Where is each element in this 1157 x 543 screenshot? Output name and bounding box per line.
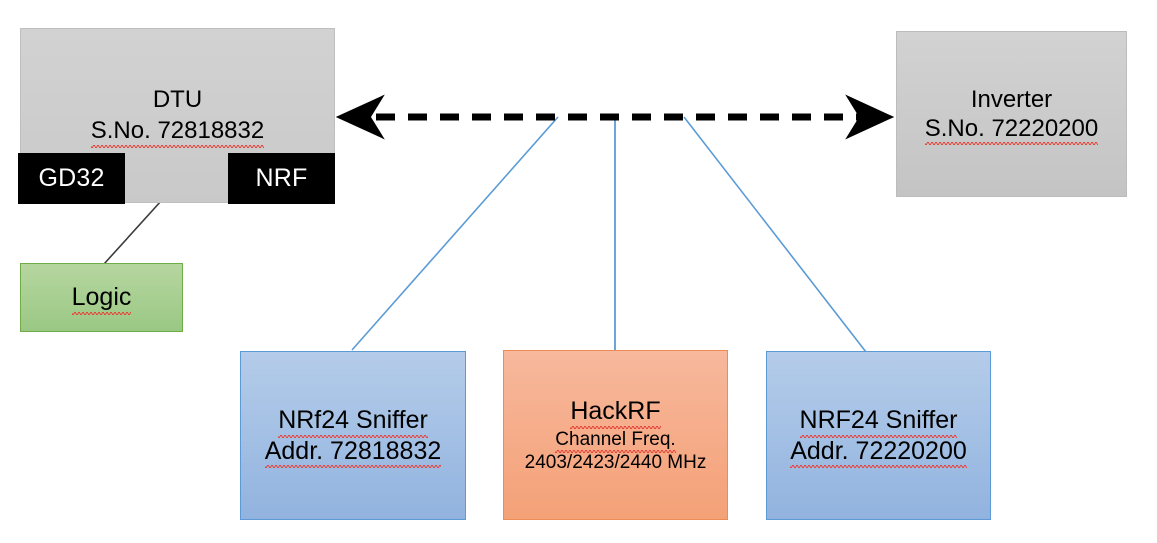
hackrf-frequencies: 2403/2423/2440 MHz — [524, 451, 707, 473]
hackrf-subtitle: Channel Freq. — [555, 428, 677, 453]
dtu-title: DTU — [152, 86, 203, 113]
logic-label: Logic — [71, 283, 132, 315]
tap-line-right-sniffer — [683, 116, 867, 353]
hackrf-title: HackRF — [570, 396, 661, 429]
hackrf-title-text: HackRF — [570, 397, 661, 429]
sniffer-right-line2-text: Addr. 72220200 — [790, 436, 967, 468]
sniffer-left-line2-text: Addr. 72818832 — [264, 436, 442, 468]
sniffer-right-line1: NRF24 Sniffer — [799, 405, 958, 437]
nrf-label: NRF — [255, 164, 308, 192]
node-nrf[interactable]: NRF — [228, 153, 335, 204]
logic-label-wrap: Logic — [71, 282, 132, 315]
inverter-serial-text: S.No. 72220200 — [924, 115, 1099, 146]
dtu-serial: S.No. 72818832 — [90, 116, 265, 148]
node-sniffer-right[interactable]: NRF24 Sniffer Addr. 72220200 — [766, 351, 991, 520]
sniffer-left-line2: Addr. 72818832 — [264, 436, 442, 468]
node-logic[interactable]: Logic — [20, 263, 183, 332]
sniffer-right-line1-text: NRF24 Sniffer — [799, 406, 958, 437]
sniffer-left-line1: NRf24 Sniffer — [278, 405, 428, 437]
tap-line-left-sniffer — [351, 116, 559, 351]
sniffer-left-line1-text: NRf24 Sniffer — [278, 406, 428, 437]
inverter-serial: S.No. 72220200 — [924, 114, 1099, 146]
sniffer-right-line2: Addr. 72220200 — [790, 436, 967, 468]
node-sniffer-left[interactable]: NRf24 Sniffer Addr. 72818832 — [240, 351, 466, 520]
node-inverter[interactable]: Inverter S.No. 72220200 — [896, 31, 1127, 197]
node-gd32[interactable]: GD32 — [18, 153, 125, 204]
node-hackrf[interactable]: HackRF Channel Freq. 2403/2423/2440 MHz — [503, 350, 728, 520]
hackrf-subtitle-text: Channel Freq. — [555, 428, 677, 453]
gd32-label: GD32 — [38, 164, 105, 192]
dtu-serial-text: S.No. 72818832 — [90, 117, 265, 148]
inverter-title: Inverter — [970, 85, 1053, 113]
